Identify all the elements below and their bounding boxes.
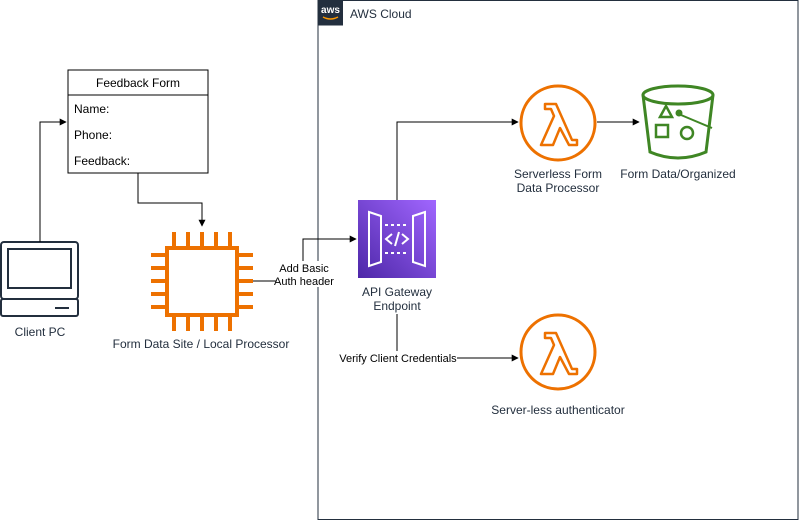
aws-logo-text: aws — [321, 5, 340, 16]
processor-label-line1: Serverless Form — [514, 167, 602, 181]
edge-client-to-form — [39, 118, 67, 242]
form-field-phone: Phone: — [74, 128, 112, 142]
edge-label-auth-line1: Add Basic — [279, 263, 329, 275]
bucket-label: Form Data/Organized — [620, 167, 735, 181]
aws-cloud-title: AWS Cloud — [350, 7, 412, 21]
edge-label-auth-line2: Auth header — [274, 276, 334, 288]
lambda-icon[interactable] — [519, 313, 597, 391]
aws-logo-icon: aws — [318, 0, 343, 26]
edge-label-bg — [276, 261, 330, 287]
client-pc-label: Client PC — [15, 325, 66, 339]
aws-cloud-group: aws AWS Cloud — [317, 0, 799, 520]
feedback-form[interactable]: Feedback Form Name: Phone: Feedback: — [67, 69, 209, 174]
api-gateway-icon[interactable] — [358, 200, 436, 278]
processor-label-line2: Data Processor — [517, 181, 600, 195]
lambda-icon[interactable] — [519, 84, 597, 162]
edge-gateway-to-processor — [396, 118, 519, 200]
form-field-name: Name: — [74, 102, 109, 116]
gateway-label-line1: API Gateway — [362, 285, 432, 299]
site-label: Form Data Site / Local Processor — [113, 337, 290, 351]
edge-label-verify: Verify Client Credentials — [339, 353, 457, 365]
s3-bucket-icon[interactable] — [641, 84, 715, 160]
aws-cloud-border — [317, 0, 799, 520]
desktop-pc-icon[interactable] — [0, 241, 79, 317]
form-field-feedback: Feedback: — [74, 154, 130, 168]
form-title: Feedback Form — [96, 76, 180, 90]
edge-label-bg — [339, 351, 457, 365]
edge-form-to-site — [137, 173, 206, 227]
gateway-label-line2: Endpoint — [373, 299, 421, 313]
ec2-chip-icon[interactable] — [151, 232, 253, 331]
authenticator-label: Server-less authenticator — [491, 403, 624, 417]
